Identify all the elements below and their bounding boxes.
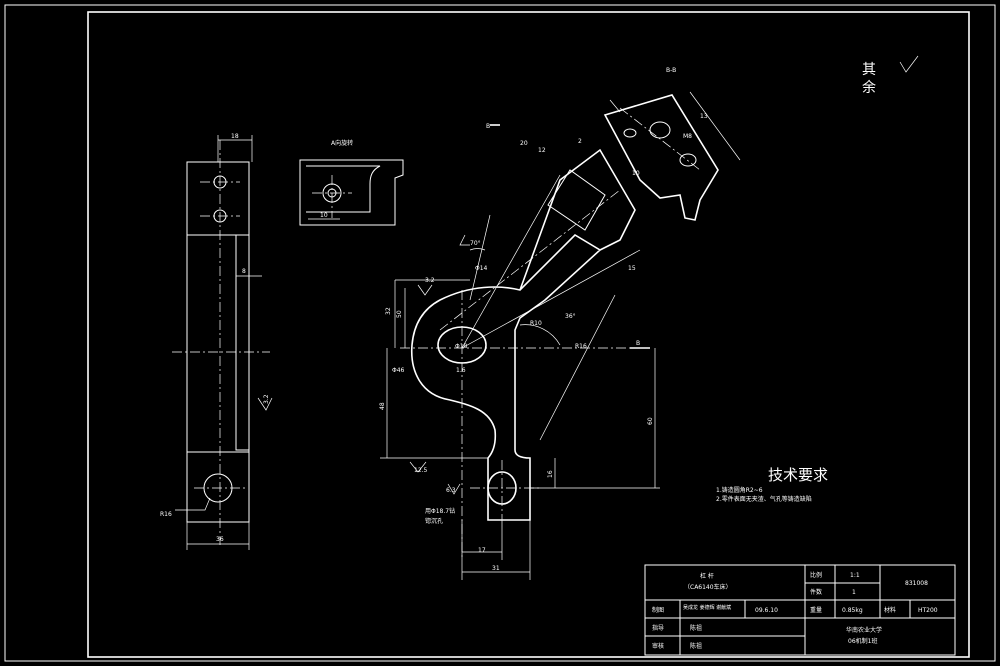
guide-name: 陈祖 (690, 624, 702, 632)
ra-125: 12.5 (414, 467, 428, 474)
drawing-frame (87, 11, 970, 658)
dim-m8: M8 (683, 133, 692, 140)
dim-12: 12 (538, 147, 546, 154)
title-block (644, 564, 956, 656)
review-name: 陈祖 (690, 642, 702, 650)
dim-r16-main: R16 (575, 343, 587, 350)
drawn-label: 制图 (652, 606, 664, 614)
dim-48: 48 (379, 402, 386, 410)
dim-17: 17 (478, 547, 486, 554)
left-view (172, 135, 273, 550)
corner-mark-line1: 其 (862, 62, 876, 78)
corner-mark-line2: 余 (862, 79, 876, 96)
drawing-no: 831008 (905, 580, 928, 587)
part-name: 杠 杆 (700, 572, 714, 580)
hole-note-line1: 用Φ18.7钻 (425, 507, 455, 515)
dim-20: 20 (520, 140, 528, 147)
view-a (299, 159, 404, 226)
weight-value: 0.85kg (842, 607, 863, 614)
dim-w18: 18 (231, 133, 239, 140)
dim-r32: 3.2 (263, 394, 270, 404)
ra-32: 3.2 (425, 277, 435, 284)
qty-value: 1 (852, 589, 856, 596)
dim-13: 13 (700, 113, 708, 120)
section-bb (603, 91, 741, 221)
hole-note-line2: 锪沉孔 (425, 517, 443, 525)
dim-r16: R16 (160, 511, 172, 518)
review-label: 审核 (652, 642, 664, 650)
section-b-left: B (486, 123, 490, 130)
section-b-right: B (636, 340, 640, 347)
ra-63: 6.3 (446, 487, 456, 494)
guide-label: 指导 (652, 624, 664, 632)
school-name: 华南农业大学 (846, 626, 882, 634)
dim-32: 32 (385, 307, 392, 315)
dim-phi46: Φ46 (392, 367, 405, 374)
dim-r10: R10 (530, 320, 542, 327)
qty-label: 件数 (810, 588, 822, 596)
class-name: 06机制1班 (848, 637, 877, 645)
tech-req-item1: 1.铸造圆角R2~6 (716, 486, 763, 494)
drawn-name: 吴成龙 姜德辉 谢献斌 (683, 604, 731, 611)
scale-value: 1:1 (850, 572, 860, 579)
dim-phi14: Φ14 (475, 265, 488, 272)
weight-label: 重量 (810, 606, 822, 614)
dim-50: 50 (396, 310, 403, 318)
tech-req-item2: 2.零件表面无夹渣、气孔等铸造缺陷 (716, 495, 812, 503)
dim-31: 31 (492, 565, 500, 572)
dim-view-a-10: 10 (320, 212, 328, 219)
dim-16: 16 (547, 470, 554, 478)
dim-phi18: Φ18 (455, 343, 468, 350)
tech-req-title: 技术要求 (768, 466, 828, 484)
dim-70deg: 70° (470, 240, 481, 247)
material-label: 材料 (884, 606, 896, 614)
dim-2: 2 (578, 138, 582, 145)
material-value: HT200 (918, 607, 938, 614)
sheet-border (4, 4, 996, 662)
part-sub: （CA6140车床） (684, 583, 732, 591)
scale-label: 比例 (810, 571, 822, 579)
dim-15: 15 (628, 265, 636, 272)
main-view (380, 124, 660, 580)
view-a-label: A向旋转 (331, 139, 353, 147)
ra-16: 1.6 (456, 367, 466, 374)
dim-60: 60 (647, 417, 654, 425)
drawn-date: 09.6.10 (755, 607, 778, 614)
dim-36deg: 36° (565, 313, 576, 320)
dim-d8: 8 (242, 268, 246, 275)
dim-w36: 36 (216, 536, 224, 543)
roughness-symbol (899, 55, 919, 73)
section-bb-label: B-B (666, 67, 676, 74)
